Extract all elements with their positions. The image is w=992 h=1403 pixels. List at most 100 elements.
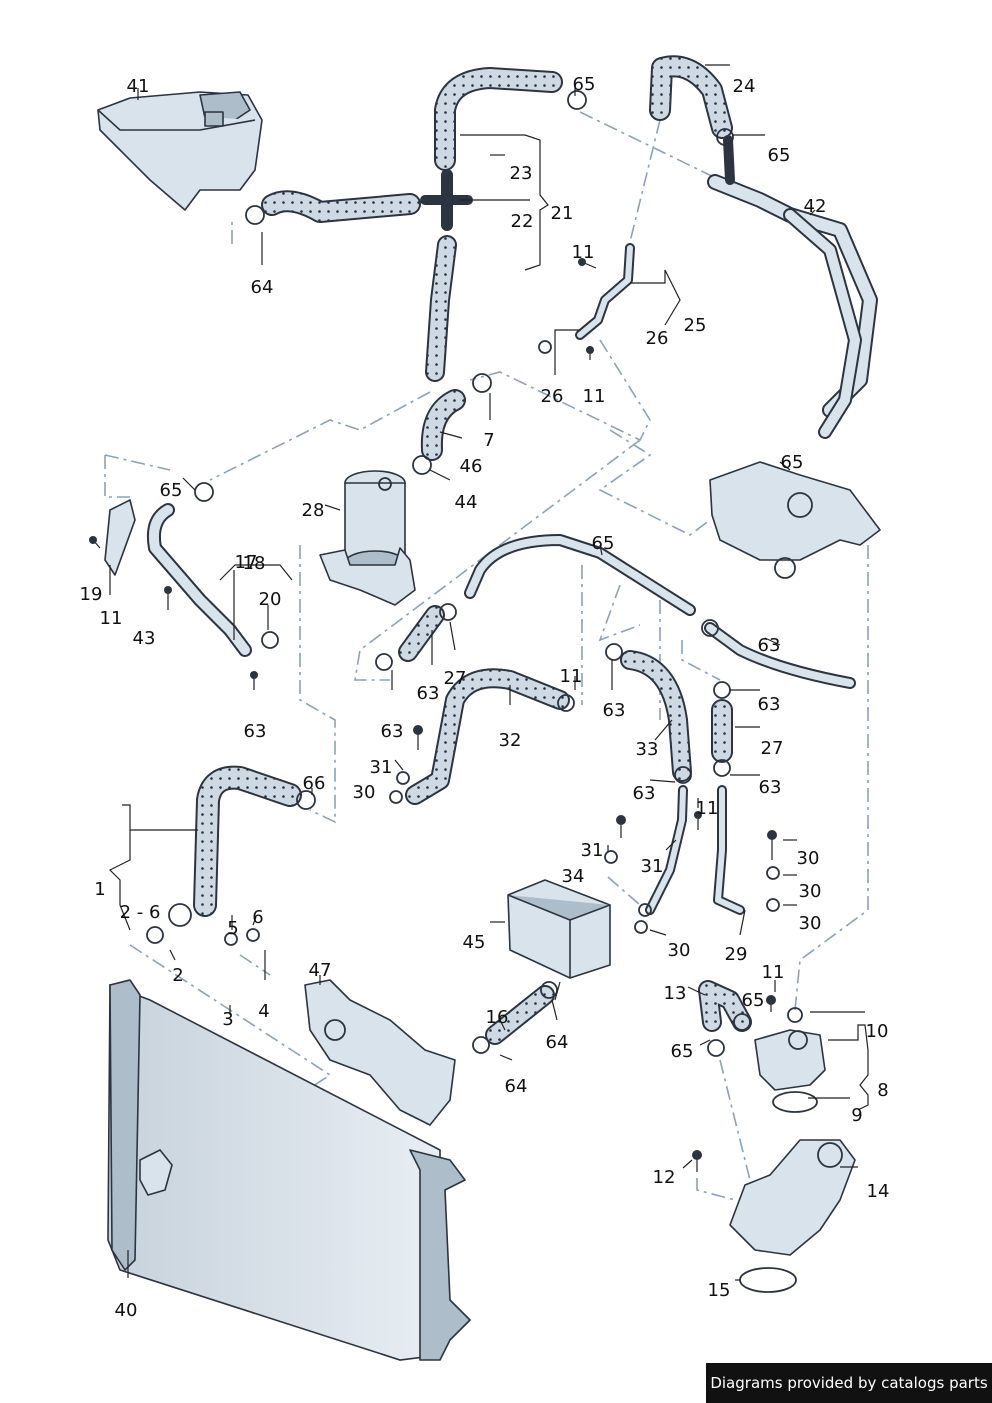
callout-label: 11 bbox=[100, 608, 123, 629]
callout-label: 30 bbox=[353, 782, 376, 803]
callout-label: 63 bbox=[758, 635, 781, 656]
callout-label: 63 bbox=[244, 721, 267, 742]
callout-label: 29 bbox=[725, 944, 748, 965]
callout-label: 8 bbox=[877, 1080, 888, 1101]
hose-21-lower bbox=[425, 235, 457, 382]
callout-label: 24 bbox=[733, 76, 756, 97]
coolant-flange-8 bbox=[754, 1029, 826, 1091]
callout-label: 5 bbox=[227, 918, 238, 939]
callout-label: 65 bbox=[742, 990, 765, 1011]
callout-label: 63 bbox=[759, 777, 782, 798]
callout-label: 25 bbox=[684, 315, 707, 336]
callout-label: 11 bbox=[572, 242, 595, 263]
callout-label: 13 bbox=[664, 983, 687, 1004]
callout-label: 63 bbox=[417, 683, 440, 704]
callout-label: 19 bbox=[80, 584, 103, 605]
hose-24 bbox=[649, 55, 733, 139]
callout-label: 26 bbox=[646, 328, 669, 349]
callout-label: 65 bbox=[573, 74, 596, 95]
callout-label: 34 bbox=[562, 866, 585, 887]
callout-label: 31 bbox=[581, 840, 604, 861]
component-46 bbox=[709, 461, 881, 579]
callout-label: 63 bbox=[758, 694, 781, 715]
callout-label: 30 bbox=[799, 913, 822, 934]
callout-label: 30 bbox=[668, 940, 691, 961]
callout-label: 65 bbox=[671, 1041, 694, 1062]
callout-label: 46 bbox=[460, 456, 483, 477]
callout-label: 32 bbox=[499, 730, 522, 751]
callout-label: 31 bbox=[370, 757, 393, 778]
callout-label: 30 bbox=[799, 881, 822, 902]
callout-label: 63 bbox=[603, 700, 626, 721]
leader-lines bbox=[108, 64, 869, 1281]
callout-label: 11 bbox=[696, 798, 719, 819]
callout-label: 65 bbox=[768, 145, 791, 166]
hose-32 bbox=[405, 668, 570, 805]
callout-label: 17 bbox=[235, 552, 258, 573]
hose-27-upper bbox=[398, 605, 445, 662]
callout-label: 26 bbox=[541, 386, 564, 407]
hoses bbox=[193, 55, 752, 1045]
guide-lines bbox=[104, 111, 869, 1201]
callout-label: 16 bbox=[486, 1007, 509, 1028]
bolts bbox=[89, 258, 777, 1172]
callout-label: 43 bbox=[133, 628, 156, 649]
callout-label: 27 bbox=[444, 668, 467, 689]
callout-label: 21 bbox=[551, 203, 574, 224]
hose-7 bbox=[420, 389, 466, 461]
callout-label: 65 bbox=[160, 480, 183, 501]
callout-label: 15 bbox=[708, 1280, 731, 1301]
callout-label: 27 bbox=[761, 738, 784, 759]
hose-64-tank bbox=[261, 190, 421, 223]
callout-label: 22 bbox=[511, 211, 534, 232]
callout-label: 2 bbox=[172, 965, 183, 986]
callout-label: 42 bbox=[804, 196, 827, 217]
callout-label: 40 bbox=[115, 1300, 138, 1321]
hose-1 bbox=[193, 765, 302, 917]
callout-label: 45 bbox=[463, 932, 486, 953]
callout-label: 7 bbox=[483, 430, 494, 451]
callout-label: 33 bbox=[636, 739, 659, 760]
clamps-and-rings bbox=[146, 90, 818, 1293]
hose-21-upper bbox=[434, 67, 563, 171]
callout-label: 11 bbox=[560, 666, 583, 687]
callout-label: 4 bbox=[258, 1001, 269, 1022]
callout-label: 63 bbox=[633, 783, 656, 804]
hose-16 bbox=[485, 985, 555, 1045]
radiator bbox=[107, 979, 471, 1361]
callout-label: 64 bbox=[251, 277, 274, 298]
callout-label: 66 bbox=[303, 773, 326, 794]
callout-label: 44 bbox=[455, 492, 478, 513]
oil-filter-housing bbox=[319, 470, 416, 606]
callout-label: 47 bbox=[309, 960, 332, 981]
component-47 bbox=[304, 979, 456, 1126]
callout-label: 30 bbox=[797, 848, 820, 869]
callout-label: 28 bbox=[302, 500, 325, 521]
expansion-tank bbox=[97, 91, 263, 211]
callout-label: 2 - 6 bbox=[120, 902, 161, 923]
hose-33 bbox=[620, 650, 692, 782]
callout-label: 20 bbox=[259, 589, 282, 610]
credit-banner: Diagrams provided by catalogs parts bbox=[706, 1363, 992, 1403]
callout-label: 64 bbox=[546, 1032, 569, 1053]
callout-label: 10 bbox=[866, 1021, 889, 1042]
callout-label: 18 bbox=[243, 553, 266, 574]
rigid-pipes bbox=[146, 135, 878, 915]
callout-label: 23 bbox=[510, 163, 533, 184]
callout-label: 9 bbox=[851, 1105, 862, 1126]
callout-label: 65 bbox=[592, 533, 615, 554]
callout-label: 31 bbox=[641, 856, 664, 877]
hose-13 bbox=[698, 980, 752, 1032]
component-14 bbox=[729, 1139, 856, 1256]
callout-label: 63 bbox=[381, 721, 404, 742]
callout-label: 12 bbox=[653, 1167, 676, 1188]
callout-label: 64 bbox=[505, 1076, 528, 1097]
callout-label: 6 bbox=[252, 907, 263, 928]
callout-label: 11 bbox=[762, 962, 785, 983]
callout-label: 3 bbox=[222, 1009, 233, 1030]
callout-label: 65 bbox=[781, 452, 804, 473]
callout-label: 14 bbox=[867, 1181, 890, 1202]
